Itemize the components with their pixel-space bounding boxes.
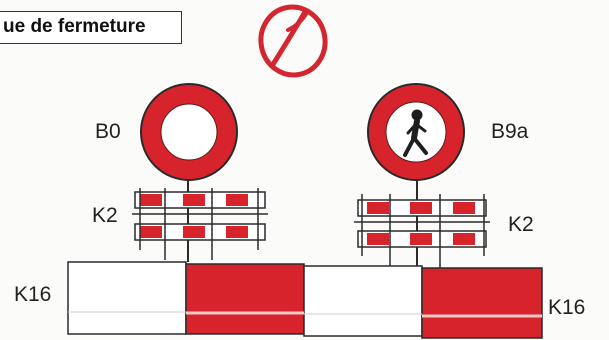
label-k2-right: K2 xyxy=(508,213,534,237)
k2-barrier-left xyxy=(132,188,268,260)
k2-barrier-right xyxy=(354,194,490,268)
label-b0: B0 xyxy=(95,120,121,144)
label-b9a: B9a xyxy=(491,120,528,144)
label-k16-right: K16 xyxy=(548,296,585,320)
sign-b0-center xyxy=(161,104,217,160)
label-k2-left: K2 xyxy=(92,204,118,228)
handwritten-annotation xyxy=(256,2,331,80)
k16-barrier xyxy=(68,262,542,338)
label-k16-left: K16 xyxy=(14,283,51,307)
